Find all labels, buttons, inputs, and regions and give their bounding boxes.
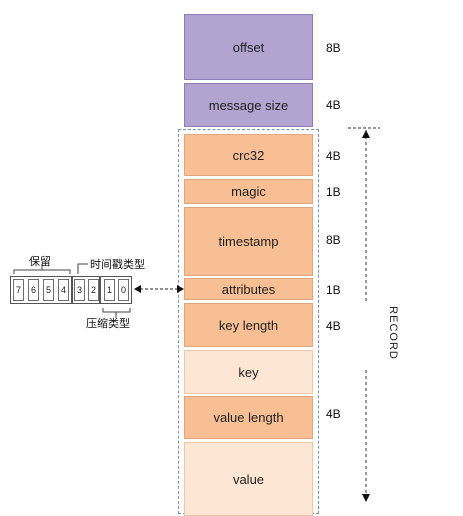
field-crc32: crc32 xyxy=(184,134,313,176)
bit-cell: 5 xyxy=(43,279,54,301)
field-value: value xyxy=(184,442,313,516)
reserved-label: 保留 xyxy=(29,255,51,268)
reserved-bits-group xyxy=(10,276,72,304)
field-label: message size xyxy=(208,97,289,113)
bit-cell: 3 xyxy=(74,279,85,301)
size-label: 4B xyxy=(326,149,341,163)
size-label: 1B xyxy=(326,283,341,297)
field-label: value length xyxy=(213,410,284,425)
bit-cell: 6 xyxy=(28,279,39,301)
field-label: magic xyxy=(231,184,266,199)
field-offset: offset xyxy=(184,14,313,80)
field-message-size: message size xyxy=(184,83,313,127)
field-label: attributes xyxy=(221,281,276,297)
size-label: 4B xyxy=(326,98,341,112)
size-label: 1B xyxy=(326,185,341,199)
field-label: timestamp xyxy=(218,234,279,249)
timestamp-type-bit-group xyxy=(72,276,100,304)
size-label: 8B xyxy=(326,233,341,247)
bit-annotation-lines xyxy=(13,263,131,318)
bit-cell: 4 xyxy=(58,279,69,301)
field-key-length: key length xyxy=(184,303,313,347)
field-label: offset xyxy=(232,39,265,55)
field-magic: magic xyxy=(184,179,313,204)
attributes-link-arrow xyxy=(134,285,184,293)
bit-cell: 1 xyxy=(104,279,115,301)
field-timestamp: timestamp xyxy=(184,207,313,276)
field-label: key length xyxy=(218,317,279,333)
field-label: value xyxy=(232,471,265,487)
field-value-length: value length xyxy=(184,396,313,439)
timestamp-type-label: 时间戳类型 xyxy=(90,258,145,271)
record-label: RECORD xyxy=(386,306,399,360)
bit-cell: 2 xyxy=(88,279,99,301)
size-label: 4B xyxy=(326,319,341,333)
compression-type-label: 压缩类型 xyxy=(86,317,130,330)
field-key: key xyxy=(184,350,313,394)
field-label: crc32 xyxy=(232,147,265,163)
size-label: 8B xyxy=(326,41,341,55)
size-label: 4B xyxy=(326,407,341,421)
bit-cell: 7 xyxy=(13,279,24,301)
field-label: key xyxy=(238,364,259,380)
compression-type-bits-group xyxy=(100,276,132,304)
field-attributes: attributes xyxy=(184,278,313,300)
record-span-arrow xyxy=(348,127,380,502)
bit-cell: 0 xyxy=(118,279,129,301)
